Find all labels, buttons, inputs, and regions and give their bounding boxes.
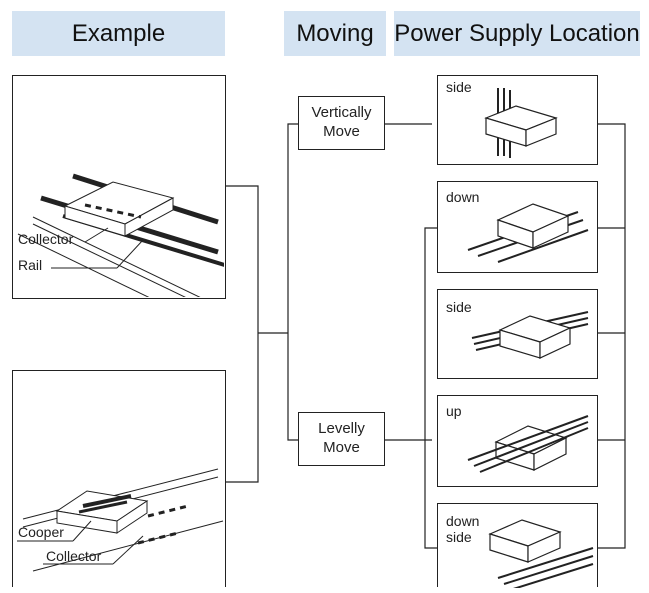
- location-left-bracket: [425, 228, 437, 548]
- rail-collector-illustration: [13, 76, 224, 297]
- location-box-1: side: [437, 75, 598, 165]
- location-5-label-line1: down: [446, 513, 480, 529]
- header-location-text: Power Supply Location: [394, 19, 640, 47]
- cooper-collector-illustration: [13, 371, 224, 588]
- side-horizontal-illustration: [438, 290, 596, 376]
- rail-label: Rail: [18, 257, 43, 273]
- example-box-cooper: Cooper Collector: [12, 370, 226, 587]
- location-box-4: up: [437, 395, 598, 487]
- down-side-illustration: [438, 504, 596, 588]
- side-vertical-illustration: [438, 76, 596, 162]
- location-right-bracket: [598, 124, 625, 548]
- level-move-box: Levelly Move: [298, 412, 385, 466]
- level-move-line1: Levelly: [318, 420, 365, 438]
- location-1-label: side: [446, 79, 472, 95]
- example-bracket: [226, 186, 258, 482]
- location-box-2: down: [437, 181, 598, 273]
- location-box-3: side: [437, 289, 598, 379]
- header-example-text: Example: [71, 19, 166, 47]
- location-2-label: down: [446, 189, 480, 205]
- header-moving-text: Moving: [296, 19, 374, 47]
- cooper-label: Cooper: [18, 524, 64, 540]
- vertical-move-box: Vertically Move: [298, 96, 385, 150]
- header-example: Example: [12, 11, 225, 56]
- collector-label: Collector: [18, 231, 74, 247]
- location-box-5: down side: [437, 503, 598, 587]
- vertical-move-line1: Vertically: [311, 104, 372, 122]
- up-illustration: [438, 396, 596, 484]
- location-4-label: up: [446, 403, 462, 419]
- header-location: Power Supply Location: [394, 11, 640, 56]
- down-illustration: [438, 182, 596, 270]
- moving-bracket: [288, 124, 298, 440]
- vertical-move-line2: Move: [323, 123, 360, 140]
- header-moving: Moving: [284, 11, 386, 56]
- location-3-label: side: [446, 299, 472, 315]
- example-box-rail: Collector Rail: [12, 75, 226, 299]
- location-5-label-line2: side: [446, 529, 472, 545]
- collector2-label: Collector: [46, 548, 102, 564]
- level-move-line2: Move: [323, 439, 360, 456]
